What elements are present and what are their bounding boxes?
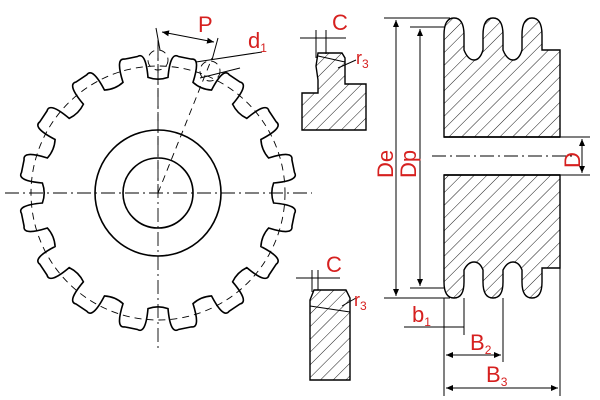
section-body-upper	[443, 17, 561, 138]
width-b1-label: b1	[412, 302, 431, 329]
section-body-lower	[443, 174, 561, 299]
outside-dia-label: De	[373, 150, 398, 178]
pitch-dimension-line	[161, 30, 215, 44]
roller-dia-label: d1	[248, 28, 267, 55]
tooth-outline	[19, 54, 297, 332]
tooth-section-bottom	[309, 289, 351, 381]
side-section-view: De Dp D b1 B2 B3	[373, 17, 590, 396]
tooth-profile-detail-top: C r3	[300, 10, 369, 131]
width-B2-label: B2	[470, 330, 492, 357]
roller-circle-2	[199, 60, 221, 82]
bore-dia-label: D	[560, 152, 585, 168]
tooth-profile-detail-bottom: C r3	[296, 252, 367, 381]
radius-leader-top	[337, 59, 357, 69]
roller-circle-1	[147, 49, 169, 71]
chamfer-label-bottom: C	[326, 252, 342, 277]
pitch-dia-label: Dp	[396, 150, 421, 178]
radius-label-bottom: r3	[354, 290, 367, 313]
roller-dia-leader	[195, 51, 263, 63]
chamfer-label-top: C	[332, 10, 348, 35]
tooth-ray-2	[157, 57, 213, 194]
front-view: P d1	[5, 12, 312, 352]
radius-leader-bottom	[341, 297, 357, 307]
tooth-section-top	[301, 52, 367, 131]
width-B3-label: B3	[486, 362, 508, 389]
pitch-label: P	[198, 12, 213, 37]
radius-label-top: r3	[356, 48, 369, 71]
